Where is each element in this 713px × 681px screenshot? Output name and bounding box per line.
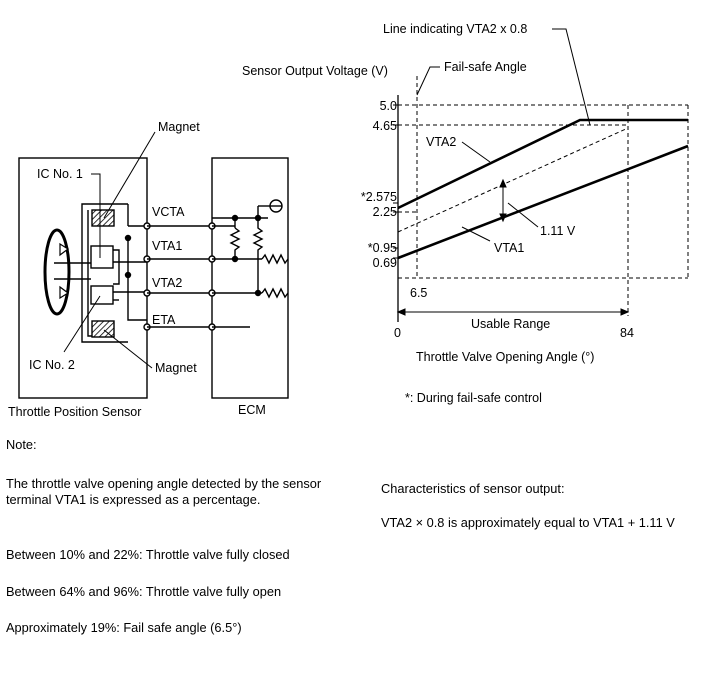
magnet-bottom bbox=[91, 320, 115, 338]
vta2-line bbox=[397, 118, 688, 210]
ytick-069: 0.69 bbox=[373, 256, 397, 270]
leader-diff bbox=[507, 202, 539, 228]
shaft bbox=[54, 262, 91, 280]
resistor-1 bbox=[229, 227, 241, 259]
note-paragraph: The throttle valve opening angle detecte… bbox=[6, 476, 322, 507]
note-failsafe-angle: Approximately 19%: Fail safe angle (6.5°… bbox=[6, 620, 242, 635]
leader-vta2x08 bbox=[552, 28, 591, 126]
leader-ic1 bbox=[91, 173, 101, 258]
ytick-2575: *2.575 bbox=[361, 190, 397, 204]
graph-footnote: *: During fail-safe control bbox=[405, 391, 542, 405]
graph-xlabel: Throttle Valve Opening Angle (°) bbox=[416, 350, 594, 364]
resistor-2 bbox=[252, 218, 264, 293]
magnet-top-label: Magnet bbox=[158, 120, 200, 134]
vta2-x08-annotation: Line indicating VTA2 x 0.8 bbox=[383, 22, 527, 36]
ytick-465: 4.65 bbox=[373, 119, 397, 133]
vta2-label: VTA2 bbox=[152, 276, 182, 290]
leader-magnet-top bbox=[103, 131, 156, 219]
diff-label: 1.11 V bbox=[540, 224, 576, 238]
resistor-4 bbox=[261, 287, 289, 299]
characteristics-formula: VTA2 × 0.8 is approximately equal to VTA… bbox=[381, 515, 675, 530]
vta2-curve-label: VTA2 bbox=[426, 135, 456, 149]
ic-chip-1 bbox=[90, 245, 114, 269]
magnet-top bbox=[91, 209, 115, 227]
magnet-bottom-label: Magnet bbox=[155, 361, 197, 375]
usable-range-arrow bbox=[396, 308, 630, 316]
ecm-label: ECM bbox=[238, 403, 266, 417]
ic-chip-2 bbox=[90, 285, 114, 305]
leader-failsafe bbox=[416, 66, 440, 96]
eta-label: ETA bbox=[152, 313, 176, 327]
failsafe-annotation: Fail-safe Angle bbox=[444, 60, 527, 74]
rotation-arrow-top bbox=[59, 242, 70, 257]
leader-magnet-bottom bbox=[103, 329, 153, 369]
ic2-label: IC No. 2 bbox=[29, 358, 75, 372]
circuit-diagram bbox=[18, 131, 289, 399]
resistor-3 bbox=[261, 253, 289, 265]
xtick-failsafe: 6.5 bbox=[410, 286, 427, 300]
xtick-max: 84 bbox=[620, 326, 634, 340]
characteristics-heading: Characteristics of sensor output: bbox=[381, 481, 565, 496]
ytick-095: *0.95 bbox=[368, 241, 397, 255]
leader-ic2 bbox=[63, 295, 101, 353]
graph-ylabel: Sensor Output Voltage (V) bbox=[242, 64, 388, 78]
ic1-label: IC No. 1 bbox=[37, 167, 83, 181]
ytick-5: 5.0 bbox=[380, 99, 397, 113]
sensor-box bbox=[18, 157, 148, 399]
usable-range-label: Usable Range bbox=[471, 317, 550, 331]
leader-vta1-label bbox=[461, 226, 491, 242]
note-heading: Note: bbox=[6, 437, 37, 452]
vta1-label: VTA1 bbox=[152, 239, 182, 253]
vta1-curve-label: VTA1 bbox=[494, 241, 524, 255]
rotation-arrow-bottom bbox=[59, 285, 70, 300]
diff-arrow bbox=[499, 178, 507, 223]
ytick-225: 2.25 bbox=[373, 205, 397, 219]
vta1-line bbox=[397, 144, 689, 260]
vta2-x08-line bbox=[397, 127, 629, 233]
leader-vta2-label bbox=[461, 141, 491, 163]
note-fully-open: Between 64% and 96%: Throttle valve full… bbox=[6, 584, 282, 599]
xtick-zero: 0 bbox=[394, 326, 401, 340]
voltage-graph bbox=[393, 28, 689, 322]
note-fully-closed: Between 10% and 22%: Throttle valve full… bbox=[6, 547, 290, 562]
rotation-ellipse bbox=[43, 228, 71, 316]
ecm-box bbox=[211, 157, 289, 399]
vcta-label: VCTA bbox=[152, 205, 185, 219]
throttle-sensor-diagram: Magnet IC No. 1 IC No. 2 Magnet VCTA VTA… bbox=[8, 22, 689, 419]
sensor-label: Throttle Position Sensor bbox=[8, 405, 141, 419]
